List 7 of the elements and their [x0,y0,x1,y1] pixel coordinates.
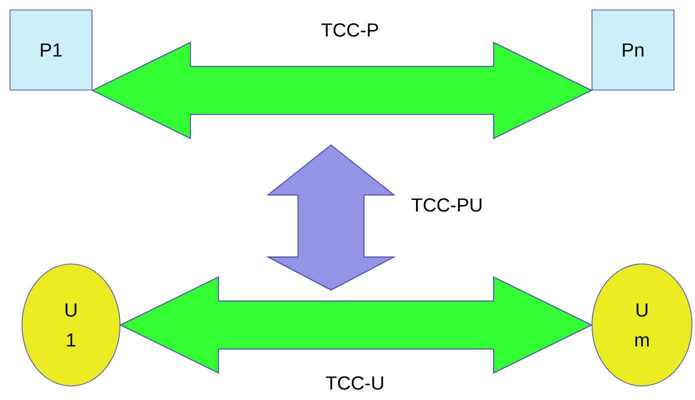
ellipse-node: U m [592,264,692,386]
arrow-label: TCC-PU [412,198,482,212]
process-box: Pn [592,10,674,90]
edge-label: TCC-U [326,376,384,390]
ellipse-node: U 1 [22,264,120,386]
edge-label: TCC-P [321,23,378,37]
process-box: P1 [10,10,92,90]
